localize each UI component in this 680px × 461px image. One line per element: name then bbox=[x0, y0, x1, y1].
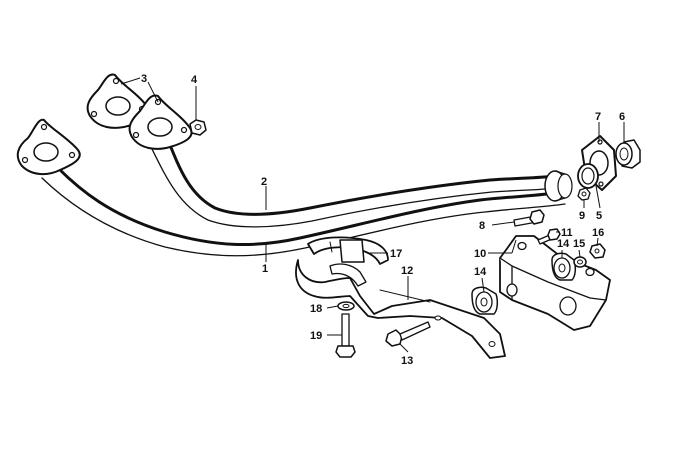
part-13-bolt[interactable] bbox=[385, 321, 431, 347]
label-12: 12 bbox=[401, 265, 413, 277]
label-14-upper: 14 bbox=[557, 238, 570, 250]
part-12-bracket[interactable] bbox=[295, 259, 506, 359]
part-4-nut[interactable] bbox=[189, 119, 207, 136]
label-6: 6 bbox=[619, 111, 625, 123]
label-2: 2 bbox=[261, 176, 267, 188]
label-7: 7 bbox=[595, 111, 601, 123]
label-17: 17 bbox=[390, 248, 402, 260]
part-6-sleeve[interactable] bbox=[615, 139, 641, 169]
part-11-bolt[interactable] bbox=[537, 228, 561, 245]
part-19-bolt[interactable] bbox=[335, 313, 356, 358]
part-17-clamp[interactable] bbox=[307, 236, 389, 265]
leader-lines bbox=[120, 77, 625, 353]
label-10: 10 bbox=[474, 248, 486, 260]
label-18: 18 bbox=[310, 303, 322, 315]
part-14-rubber-mount-b[interactable] bbox=[551, 252, 577, 281]
part-3-gasket-front[interactable] bbox=[128, 94, 193, 150]
pipe-joint-collar bbox=[544, 170, 573, 202]
label-9: 9 bbox=[579, 210, 585, 222]
part-16-nut[interactable] bbox=[589, 243, 606, 259]
label-13: 13 bbox=[401, 355, 413, 367]
label-14-lower: 14 bbox=[474, 266, 487, 278]
part-5-sealing-ring[interactable] bbox=[577, 163, 599, 189]
part-2-exhaust-pipe-upper[interactable] bbox=[149, 138, 557, 228]
label-4: 4 bbox=[191, 74, 198, 86]
part-14-rubber-mount-a[interactable] bbox=[471, 286, 499, 315]
label-11: 11 bbox=[561, 227, 573, 239]
label-5: 5 bbox=[596, 210, 602, 222]
inlet-flange-front[interactable] bbox=[16, 118, 81, 176]
part-18-washer[interactable] bbox=[337, 301, 355, 311]
part-number-labels: 3 4 2 1 7 6 9 5 8 11 16 10 14 15 17 12 1… bbox=[141, 73, 625, 367]
part-15-washer[interactable] bbox=[573, 256, 587, 268]
label-19: 19 bbox=[310, 330, 322, 342]
label-15: 15 bbox=[573, 238, 585, 250]
part-10-support-bracket[interactable] bbox=[499, 235, 611, 331]
part-9-nut[interactable] bbox=[577, 187, 591, 201]
label-8: 8 bbox=[479, 220, 485, 232]
label-3: 3 bbox=[141, 73, 147, 85]
label-16: 16 bbox=[592, 227, 604, 239]
label-1: 1 bbox=[262, 263, 268, 275]
part-1-exhaust-pipe-lower[interactable] bbox=[41, 166, 566, 257]
part-8-bolt[interactable] bbox=[513, 209, 545, 227]
